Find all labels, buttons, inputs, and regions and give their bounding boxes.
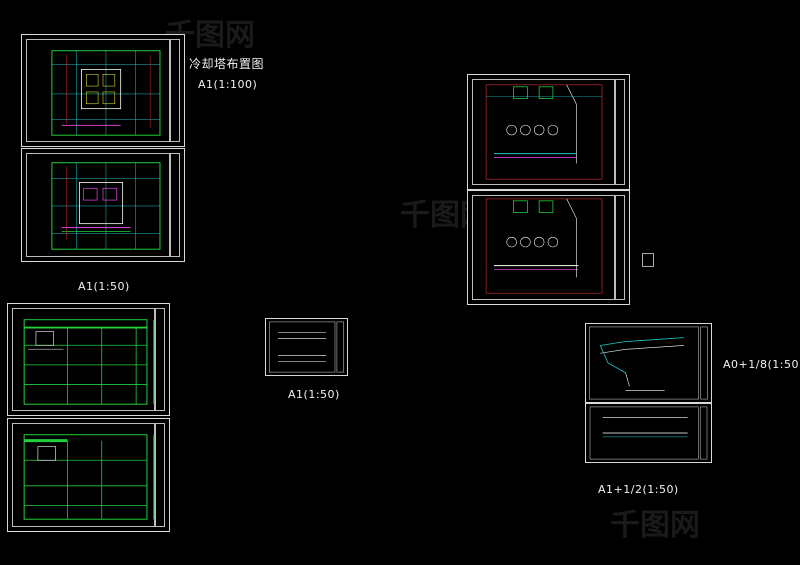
piping-isometric-drawing	[589, 326, 708, 400]
drawing-sheet-section-1[interactable]	[7, 303, 170, 416]
section-drawing	[23, 434, 155, 520]
piping-plan-drawing	[589, 406, 708, 460]
floor-plan-drawing	[51, 50, 161, 136]
scale-label: A0+1/8(1:50)	[723, 358, 800, 371]
drawing-sheet-piping-isometric[interactable]	[585, 323, 712, 403]
drawing-sheet-section-2[interactable]	[7, 418, 170, 532]
title-block	[155, 423, 165, 527]
title-block	[170, 153, 180, 257]
scale-label: A1(1:50)	[288, 388, 340, 401]
roof-plan-drawing	[485, 84, 603, 180]
drawing-frame	[12, 423, 155, 527]
drawing-frame	[12, 308, 155, 411]
drawing-frame	[26, 39, 170, 142]
title-block	[170, 39, 180, 142]
detail-drawing	[269, 321, 344, 373]
floor-plan-drawing	[51, 162, 161, 250]
drawing-sheet-roof-plan-1[interactable]	[467, 74, 630, 190]
drawing-title: 冷却塔布置图	[189, 57, 265, 71]
roof-plan-drawing	[485, 198, 603, 294]
title-block	[615, 195, 625, 300]
scale-label: A1(1:100)	[198, 78, 258, 91]
drawing-sheet-roof-plan-2[interactable]	[467, 190, 630, 305]
drawing-frame	[26, 153, 170, 257]
drawing-sheet-floor-plan-2[interactable]	[21, 148, 185, 262]
scale-label: A1+1/2(1:50)	[598, 483, 679, 496]
section-drawing	[23, 319, 155, 405]
watermark: 千图网	[610, 508, 700, 543]
scale-label: A1(1:50)	[78, 280, 130, 293]
block-symbol-icon	[642, 253, 654, 267]
drawing-sheet-floor-plan-1[interactable]	[21, 34, 185, 147]
title-block	[615, 79, 625, 185]
drawing-sheet-detail[interactable]	[265, 318, 348, 376]
title-block	[155, 308, 165, 411]
drawing-sheet-piping-plan[interactable]	[585, 403, 712, 463]
drawing-frame	[472, 195, 615, 300]
drawing-frame	[472, 79, 615, 185]
